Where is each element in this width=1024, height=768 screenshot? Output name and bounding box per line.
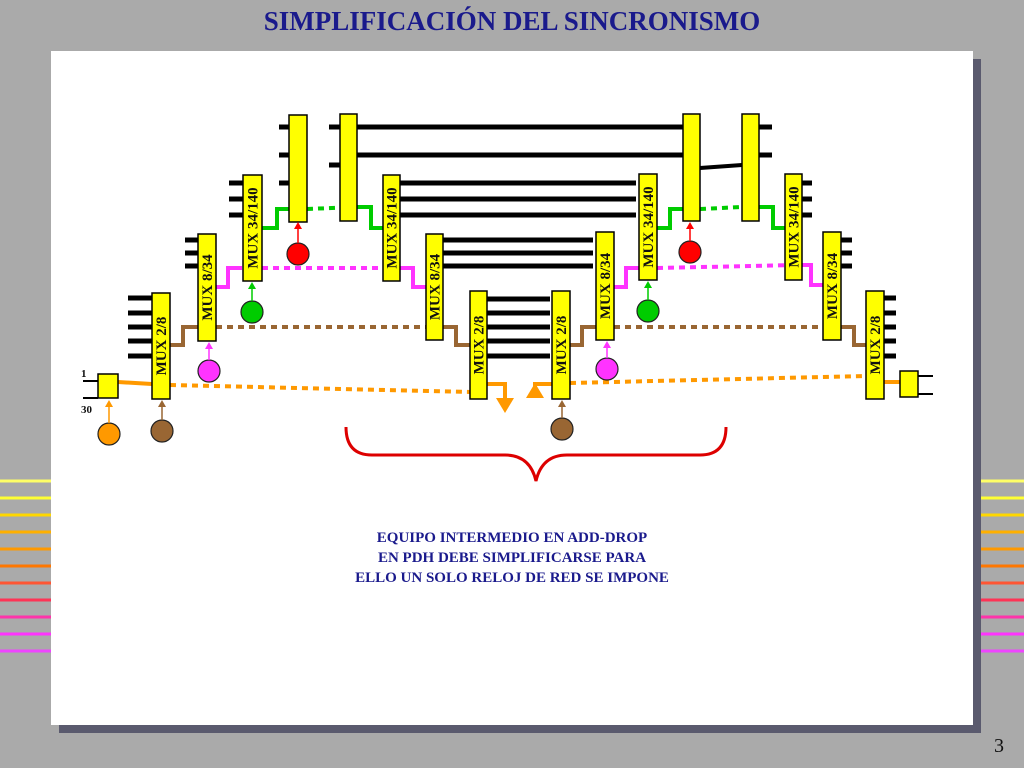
content-panel [51,51,973,725]
mux-label: MUX 2/8 [868,316,884,375]
clock-path-140mbit [759,205,785,230]
clock-path-8mbit [170,325,198,347]
clock-source-34mbit [197,359,221,383]
clock-arrowhead [558,400,566,407]
slide-title: SIMPLIFICACIÓN DEL SINCRONISMO [263,6,761,36]
clock-path-34mbit [614,266,639,289]
mux-block [682,113,701,222]
mux-block [425,233,444,341]
clock-path-2mbit [169,383,471,394]
clock-sources [97,222,702,446]
clock-path-8mbit [570,325,596,347]
clock-path-140mbit [657,207,683,230]
mux-block [242,174,263,282]
mux-label: MUX 8/34 [200,254,216,321]
mux-block [339,113,358,222]
clock-path-140mbit [306,205,358,211]
mux-block [865,290,885,400]
mux-block [822,231,842,341]
clock-path-34mbit [656,263,798,270]
clock-path-8mbit [443,325,470,347]
clock-source-565mbit [678,240,702,264]
tributary-stubs [83,124,933,399]
caption-line-1: EQUIPO INTERMEDIO EN ADD-DROP [376,530,648,546]
mux-label: MUX 2/8 [472,316,488,375]
clock-arrowhead [105,400,113,407]
page-number: 3 [994,735,1004,757]
clock-path-2mbit [117,380,153,386]
clock-source-565mbit [286,242,310,266]
trunk-line [699,163,743,170]
mux-block [382,174,401,282]
mux-label: MUX 2/8 [554,316,570,375]
clock-path-8mbit [840,325,866,347]
mux-block [595,231,615,341]
clock-source-8mbit [550,417,574,441]
clock-source-140mbit [240,300,264,324]
clock-arrowhead [294,222,302,229]
add-arrow [526,383,544,398]
clock-arrowhead [603,341,611,348]
mux-block [469,290,488,400]
clock-path-2mbit [569,374,867,385]
mux-block [151,292,171,400]
mux-block [638,173,658,281]
clock-arrowhead [644,281,652,288]
clock-path-34mbit [797,263,823,287]
mux-block [551,290,571,400]
clock-source-34mbit [595,357,619,381]
channel-terminal-right [899,370,919,398]
clock-path-34mbit [400,266,426,289]
clock-path-140mbit [262,207,289,230]
caption: EQUIPO INTERMEDIO EN ADD-DROP EN PDH DEB… [51,528,973,588]
mux-label: MUX 8/34 [598,252,614,319]
clock-source-8mbit [150,419,174,443]
clock-source-140mbit [636,299,660,323]
clock-path-140mbit [699,205,743,211]
caption-line-3: ELLO UN SOLO RELOJ DE RED SE IMPONE [355,570,669,586]
mux-block [197,233,217,342]
mux-label: MUX 34/140 [385,187,401,268]
caption-line-2: EN PDH DEBE SIMPLIFICARSE PARA [377,550,647,566]
clock-path-34mbit [216,266,242,289]
clock-source-2mbit [97,422,121,446]
clock-arrowhead [205,342,213,349]
channel-terminal-left [97,373,119,399]
mux-label: MUX 34/140 [787,186,803,267]
add-drop-brace [344,426,728,482]
mux-block [741,113,760,222]
clock-path-140mbit [357,205,383,230]
mux-label: MUX 8/34 [825,252,841,319]
clock-arrowhead [686,222,694,229]
mux-label: MUX 8/34 [428,253,444,320]
clock-arrowhead [158,400,166,407]
clock-path-2mbit [487,382,507,398]
mux-block [288,114,308,223]
clock-paths [117,205,900,413]
channel-label-first: 1 [81,368,87,380]
clock-arrowhead [248,282,256,289]
drop-arrow [496,398,514,413]
mux-label: MUX 2/8 [154,317,170,376]
mux-label: MUX 34/140 [641,186,657,267]
mux-label: MUX 34/140 [246,187,262,268]
trunk-lines [357,124,743,359]
channel-label-last: 30 [81,404,93,416]
mux-block [784,173,803,281]
